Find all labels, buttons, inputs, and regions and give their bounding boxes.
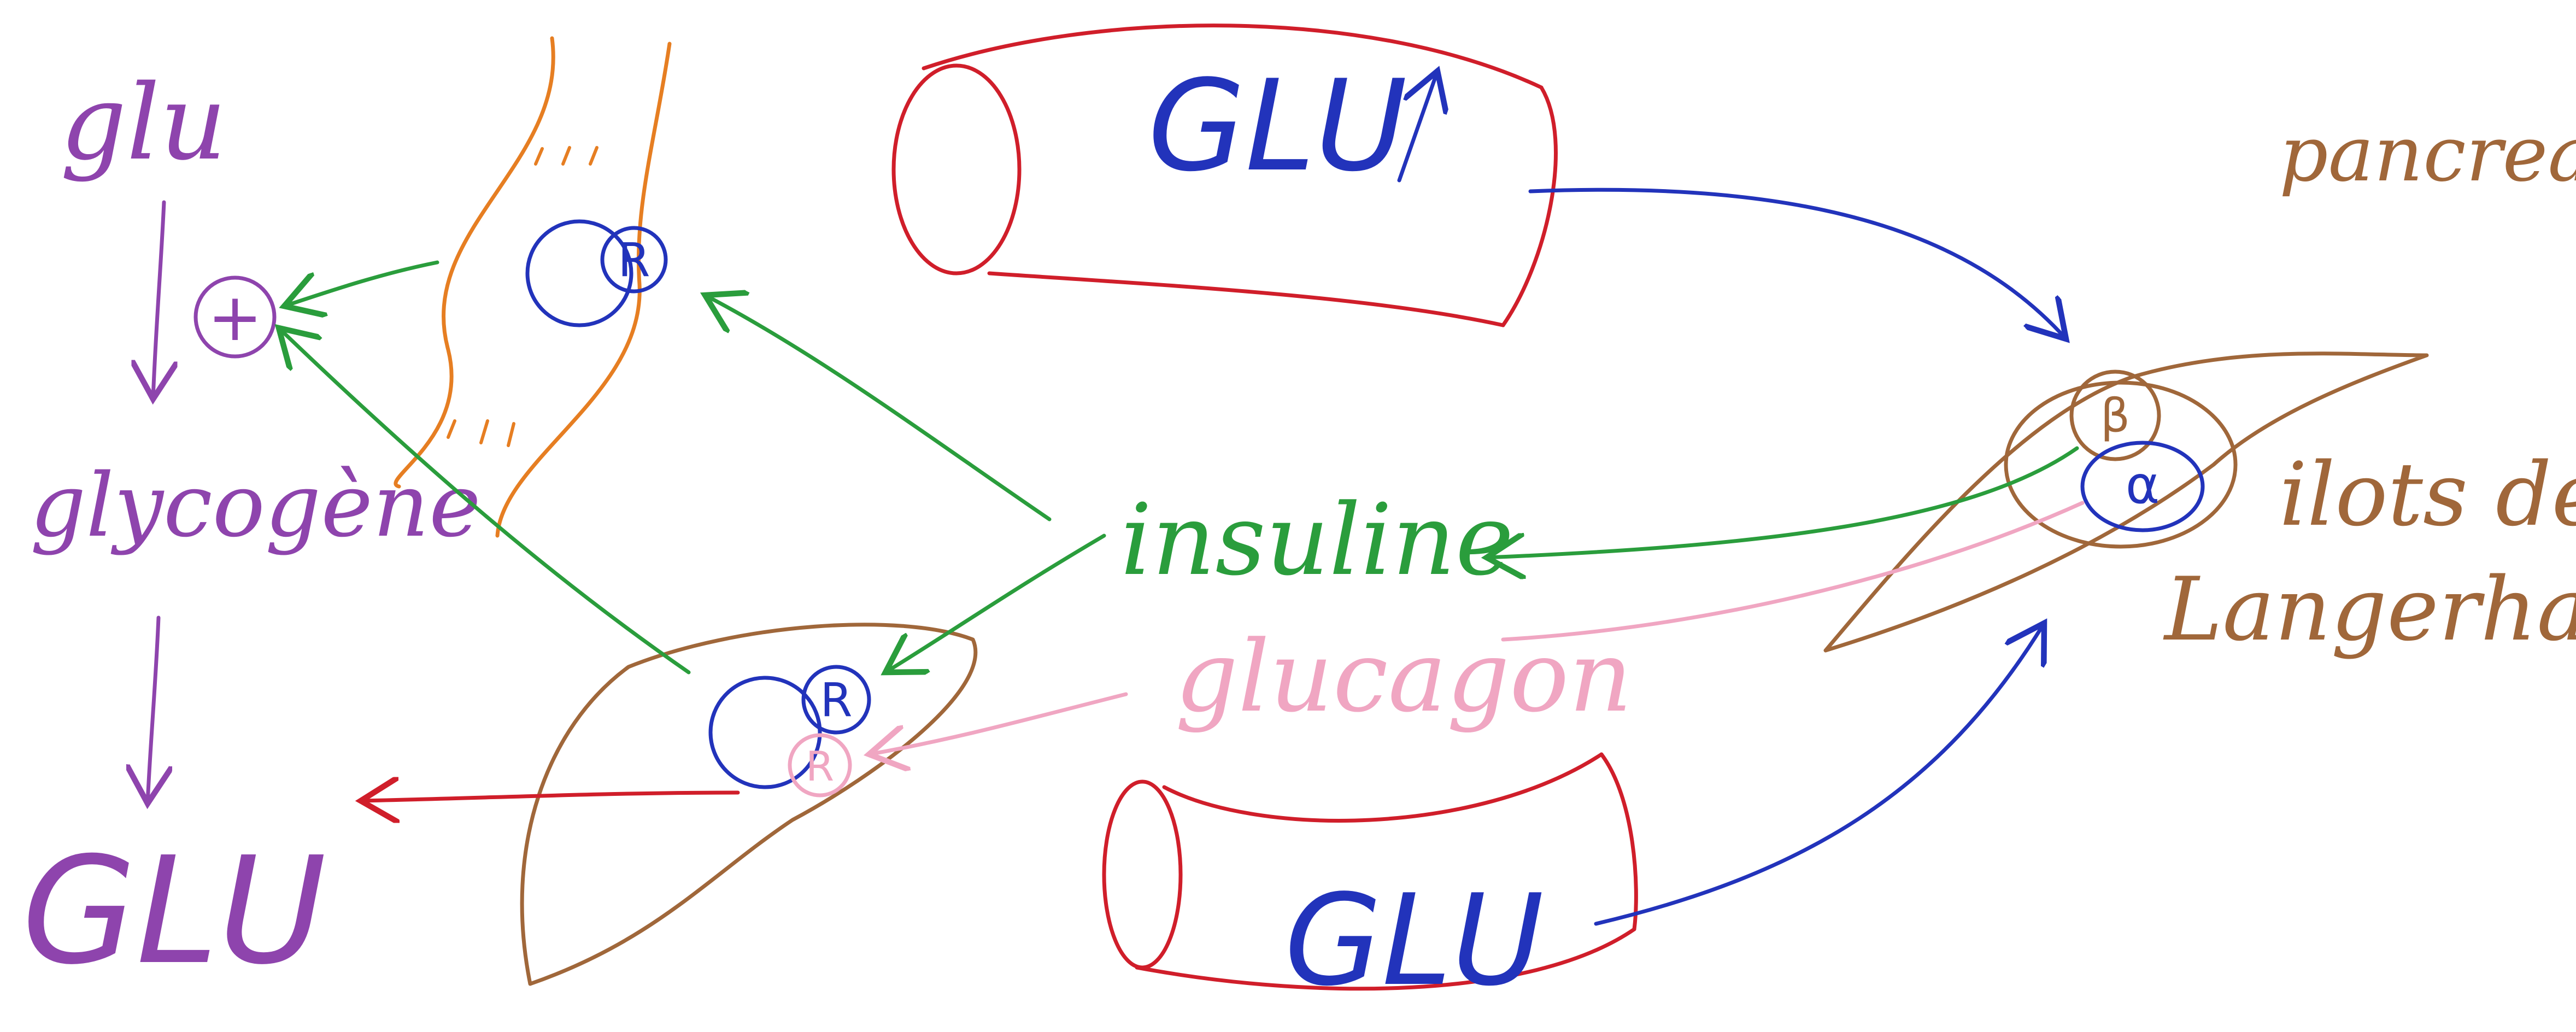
beta-cell bbox=[2069, 370, 2161, 461]
label-ilots-line1: ilots de bbox=[2279, 443, 2576, 546]
label-insuline: insuline bbox=[1120, 483, 1513, 597]
arrow-glucagon-to-liver bbox=[869, 692, 1128, 754]
vessel-top-right-end bbox=[1501, 85, 1558, 327]
arrow-insuline-to-tissue bbox=[705, 295, 1052, 521]
arrow-beta-to-insuline bbox=[1487, 446, 2079, 558]
label-ilots-line2: Langerhans bbox=[2163, 558, 2576, 660]
signal-arrows bbox=[279, 187, 2085, 926]
pancreas-outline bbox=[1823, 351, 2429, 653]
alpha-cell-label: α bbox=[2126, 455, 2160, 515]
target-tissue: R bbox=[394, 36, 672, 538]
tissue-receptor bbox=[600, 226, 668, 294]
tissue-right-edge bbox=[495, 42, 672, 538]
vessel-bottom-right-end bbox=[1599, 752, 1638, 931]
beta-cell-label: β bbox=[2100, 389, 2130, 443]
arrow-glycogene-to-glu bbox=[148, 615, 159, 804]
liver-receptor-glucagon-label: R bbox=[806, 742, 834, 790]
liver-receptor-insulin bbox=[801, 665, 871, 735]
tissue-receptor-label: R bbox=[618, 233, 650, 288]
glycogen-pathway: glu + glycogène GLU bbox=[22, 62, 481, 997]
vessel-bottom-lower-wall bbox=[1135, 927, 1636, 991]
blood-vessel-bottom: GLU bbox=[1102, 752, 1638, 1014]
vessel-top-lower-wall bbox=[987, 271, 1505, 327]
tissue-cell bbox=[525, 219, 633, 327]
tissue-mark-bottom bbox=[447, 419, 515, 447]
arrow-vessel-bottom-to-pancreas bbox=[1594, 623, 2044, 926]
arrow-liver-to-glu bbox=[361, 793, 740, 801]
arrow-tissue-to-plus bbox=[284, 260, 439, 306]
blood-vessel-top: GLU bbox=[891, 24, 1558, 327]
label-glycogene: glycogène bbox=[30, 454, 481, 556]
tissue-mark-top bbox=[534, 146, 598, 166]
label-glu-vessel-top: GLU bbox=[1148, 54, 1407, 200]
plus-sign: + bbox=[208, 280, 263, 356]
arrow-vessel-to-pancreas bbox=[1528, 187, 2066, 339]
vessel-bottom-upper-wall bbox=[1162, 752, 1604, 823]
arrow-liver-to-plus bbox=[279, 328, 691, 675]
pancreas: pancreas β α ilots de Langerhans bbox=[1823, 110, 2576, 660]
label-glu-bottom: GLU bbox=[22, 825, 326, 997]
vessel-top-left-end bbox=[891, 63, 1022, 275]
arrow-insuline-to-liver bbox=[885, 533, 1106, 672]
alpha-cell bbox=[2080, 441, 2205, 532]
vessel-top-upper-wall bbox=[922, 24, 1544, 90]
islet-of-langerhans bbox=[2004, 380, 2238, 549]
liver-cell-outline bbox=[520, 623, 978, 986]
arrow-glu-up bbox=[1397, 71, 1437, 183]
liver-receptor-label: R bbox=[820, 673, 852, 728]
label-pancreas: pancreas bbox=[2279, 110, 2576, 199]
liver-receptor-glucagon bbox=[788, 733, 852, 798]
arrow-alpha-to-glucagon bbox=[1501, 501, 2085, 642]
arrow-glu-to-glycogene bbox=[153, 200, 164, 399]
plus-circle bbox=[193, 275, 277, 359]
vessel-bottom-left-end bbox=[1102, 779, 1183, 970]
label-glucagon: glucagon bbox=[1175, 620, 1632, 734]
label-glu-vessel-bottom: GLU bbox=[1284, 868, 1544, 1014]
label-glu-top: glu bbox=[60, 62, 227, 183]
liver-cell: R R bbox=[520, 623, 978, 986]
liver-cell-body bbox=[708, 676, 822, 789]
tissue-left-edge bbox=[394, 36, 555, 489]
